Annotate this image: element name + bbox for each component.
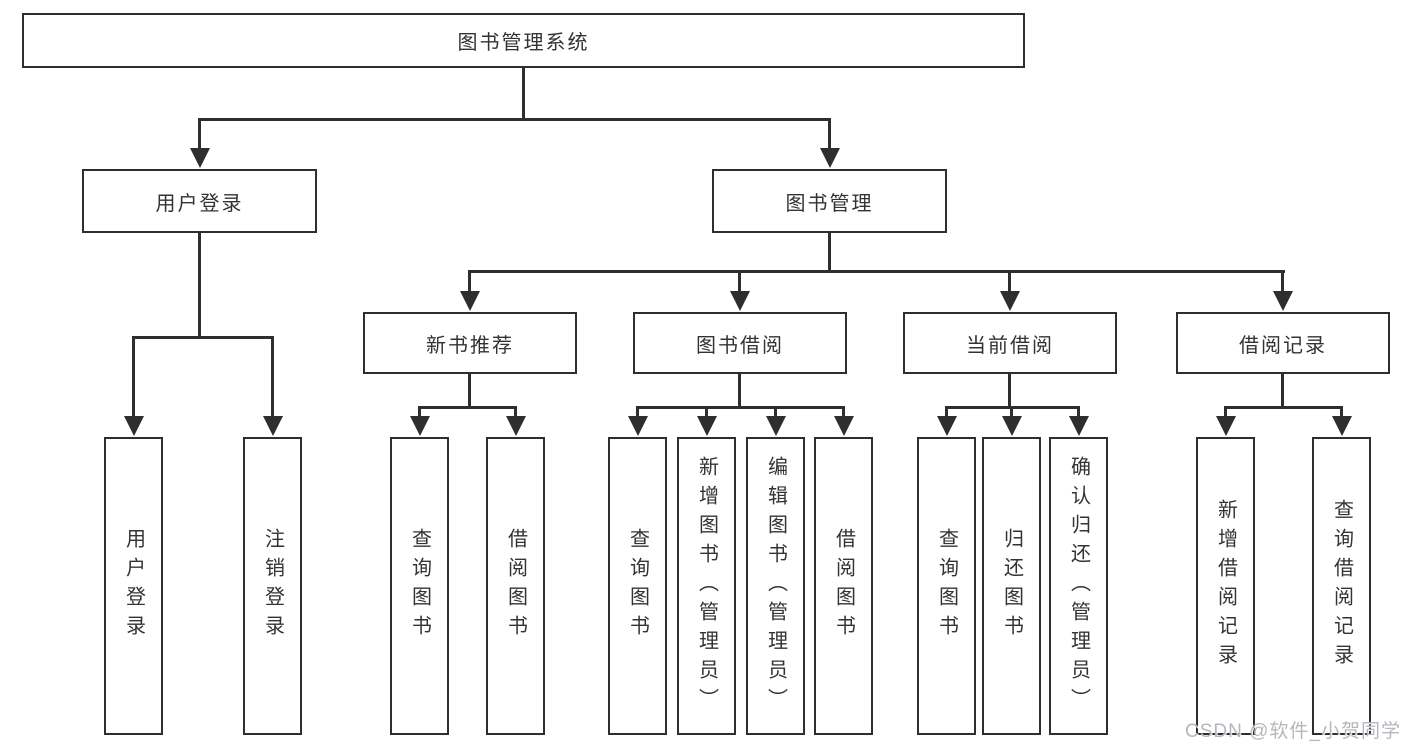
node-label: 查询借阅记录	[1330, 499, 1353, 673]
arrow-down-icon	[1002, 416, 1022, 436]
node-label: 归还图书	[1000, 528, 1023, 644]
watermark: CSDN @软件_小贺同学	[1185, 721, 1401, 742]
arrow-down-icon	[263, 416, 283, 436]
connector-line	[1281, 374, 1284, 409]
arrow-down-icon	[1332, 416, 1352, 436]
leaf-add-borrow-record: 新增借阅记录	[1196, 437, 1255, 735]
connector-line	[705, 406, 708, 420]
connector-line	[636, 406, 639, 420]
arrow-down-icon	[820, 148, 840, 168]
arrow-down-icon	[730, 291, 750, 311]
node-label: 当前借阅	[966, 334, 1054, 357]
connector-line	[198, 233, 201, 339]
connector-line	[1008, 270, 1011, 295]
connector-line	[738, 374, 741, 409]
connector-line	[468, 270, 471, 295]
connector-line	[468, 374, 471, 409]
node-label: 新增借阅记录	[1214, 499, 1237, 673]
connector-line	[1008, 374, 1011, 409]
arrow-down-icon	[506, 416, 526, 436]
arrow-down-icon	[1216, 416, 1236, 436]
connector-line	[198, 118, 831, 121]
node-label: 图书借阅	[696, 334, 784, 357]
node-label: 用户登录	[155, 192, 244, 215]
node-label: 注销登录	[261, 528, 284, 644]
leaf-query-borrow-record: 查询借阅记录	[1312, 437, 1371, 735]
node-library-management-system: 图书管理系统	[22, 13, 1025, 68]
leaf-confirm-return-admin: 确认归还（管理员）	[1049, 437, 1108, 735]
arrow-down-icon	[628, 416, 648, 436]
arrow-down-icon	[1000, 291, 1020, 311]
node-label: 查询图书	[626, 528, 649, 644]
node-label: 编辑图书（管理员）	[764, 455, 787, 717]
arrow-down-icon	[410, 416, 430, 436]
connector-line	[468, 270, 1285, 273]
leaf-add-book-admin: 新增图书（管理员）	[677, 437, 736, 735]
connector-line	[198, 118, 201, 152]
leaf-logout-login: 注销登录	[243, 437, 302, 735]
arrow-down-icon	[124, 416, 144, 436]
node-book-borrowing: 图书借阅	[633, 312, 847, 374]
node-new-book-recommendation: 新书推荐	[363, 312, 577, 374]
connector-line	[418, 406, 517, 409]
connector-line	[945, 406, 948, 420]
node-label: 新书推荐	[426, 334, 514, 357]
node-current-borrowing: 当前借阅	[903, 312, 1117, 374]
node-label: 图书管理系统	[457, 32, 590, 54]
connector-line	[1224, 406, 1343, 409]
node-label: 确认归还（管理员）	[1067, 455, 1090, 717]
node-label: 查询图书	[408, 528, 431, 644]
connector-line	[522, 68, 525, 121]
arrow-down-icon	[460, 291, 480, 311]
connector-line	[1340, 406, 1343, 420]
node-user-login: 用户登录	[82, 169, 317, 233]
connector-line	[774, 406, 777, 420]
leaf-return-books: 归还图书	[982, 437, 1041, 735]
arrow-down-icon	[1273, 291, 1293, 311]
leaf-user-login: 用户登录	[104, 437, 163, 735]
arrow-down-icon	[766, 416, 786, 436]
leaf-query-books-current: 查询图书	[917, 437, 976, 735]
connector-line	[271, 336, 274, 420]
connector-line	[636, 406, 845, 409]
node-label: 新增图书（管理员）	[695, 455, 718, 717]
arrow-down-icon	[834, 416, 854, 436]
connector-line	[828, 118, 831, 152]
leaf-edit-book-admin: 编辑图书（管理员）	[746, 437, 805, 735]
arrow-down-icon	[190, 148, 210, 168]
arrow-down-icon	[697, 416, 717, 436]
connector-line	[1077, 406, 1080, 420]
connector-line	[1010, 406, 1013, 420]
connector-line	[514, 406, 517, 420]
connector-line	[1281, 270, 1284, 295]
node-label: 图书管理	[785, 192, 874, 215]
node-book-management: 图书管理	[712, 169, 947, 233]
leaf-query-books-borrowing: 查询图书	[608, 437, 667, 735]
connector-line	[842, 406, 845, 420]
node-borrowing-records: 借阅记录	[1176, 312, 1390, 374]
connector-line	[828, 233, 831, 273]
node-label: 借阅图书	[504, 528, 527, 644]
node-label: 借阅图书	[832, 528, 855, 644]
leaf-borrow-books-borrowing: 借阅图书	[814, 437, 873, 735]
connector-line	[1224, 406, 1227, 420]
leaf-borrow-books-recommend: 借阅图书	[486, 437, 545, 735]
arrow-down-icon	[1069, 416, 1089, 436]
connector-line	[738, 270, 741, 295]
leaf-query-books-recommend: 查询图书	[390, 437, 449, 735]
node-label: 用户登录	[122, 528, 145, 644]
node-label: 借阅记录	[1239, 334, 1327, 357]
node-label: 查询图书	[935, 528, 958, 644]
connector-line	[418, 406, 421, 420]
arrow-down-icon	[937, 416, 957, 436]
connector-line	[132, 336, 274, 339]
connector-line	[132, 336, 135, 420]
